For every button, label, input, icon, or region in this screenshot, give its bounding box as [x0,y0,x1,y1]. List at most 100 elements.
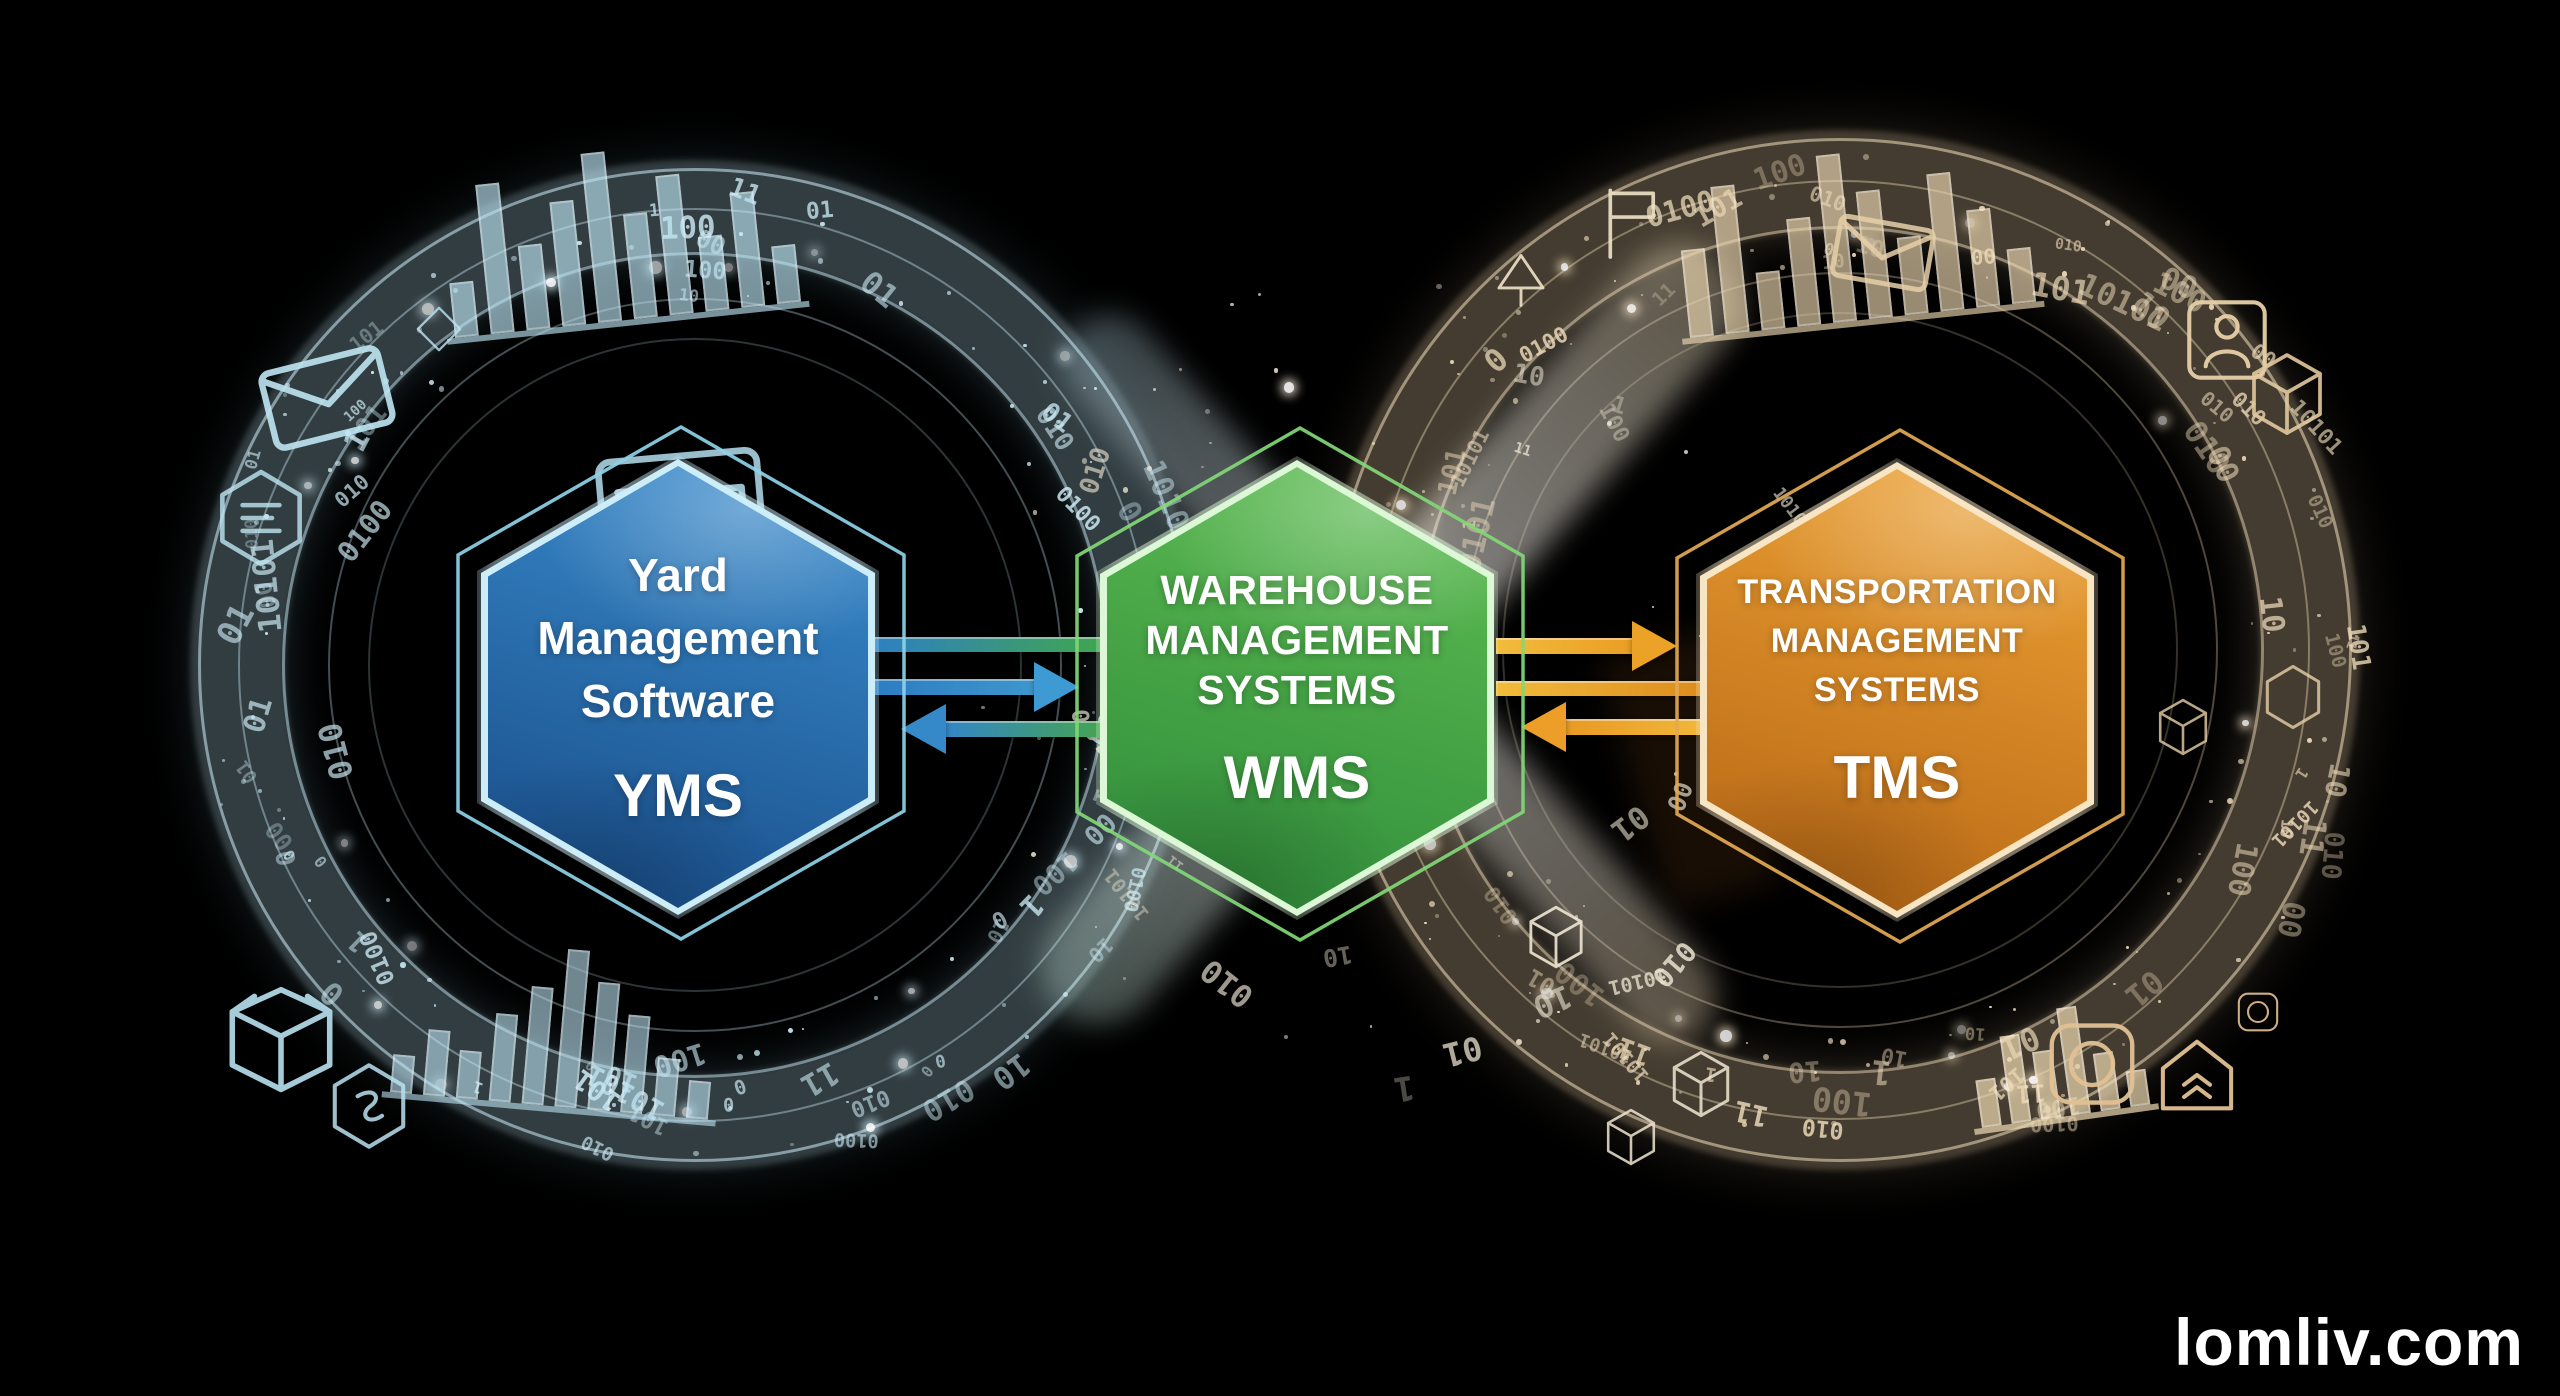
sparkle-dot [282,817,286,820]
decoration-bar [623,212,658,320]
binary-token: 010 [577,1130,618,1166]
binary-token: 1 [1391,1068,1418,1110]
hexagon-fill [1107,467,1487,909]
sparkle-dot [1814,1071,1818,1075]
hexagon-outline-icon [2262,664,2324,730]
wms-to-yms-arrow-shaft [946,721,1104,737]
sparkle-dot [1283,382,1295,394]
decoration-bar [554,948,591,1109]
sparkle-dot [2061,270,2068,277]
sparkle-dot [1512,398,1519,404]
sparkle-dot [1030,851,1037,858]
sparkle-dot [277,808,282,813]
binary-token: 10 [1320,939,1355,974]
sparkle-dot [1461,504,1466,509]
cube-icon [1605,1108,1657,1166]
sparkle-dot [2355,635,2359,639]
hexagon-line: MANAGEMENT [1770,622,2024,660]
wms-abbreviation: WMS [1223,743,1371,811]
yms-to-wms-arrow-shaft [872,679,1036,695]
decoration-bar [685,1080,712,1120]
sparkle-dot [2105,221,2111,227]
sparkle-dot [253,519,259,525]
sparkle-dot [2236,957,2241,963]
sparkle-dot [1644,1048,1647,1051]
sparkle-dot [251,714,256,719]
sparkle-dot [1083,387,1086,390]
sparkle-dot [1060,351,1070,361]
binary-token: 1 [1607,391,1630,421]
sparkle-dot [1866,1062,1871,1067]
sparkle-dot [1626,303,1637,314]
sparkle-dot [874,996,878,1000]
ring-arc [368,338,1022,992]
sparkle-dot [241,779,246,785]
sparkle-dot [1827,1038,1834,1044]
binary-token: 1 [2291,764,2313,783]
sparkle-dot [1123,977,1126,980]
decoration-bar [488,1012,519,1103]
sparkle-dot [400,962,406,968]
binary-token: 0 [917,1061,938,1081]
sparkle-dot [2243,882,2246,885]
sparkle-dot [1683,450,1688,455]
binary-token: 10 [985,1045,1038,1097]
hexagon-line: TRANSPORTATION [1737,573,2057,611]
tms-abbreviation: TMS [1833,744,1961,811]
binary-token: 0 [932,1048,948,1071]
binary-token: 11 [1647,277,1680,311]
sparkle-dot [431,273,436,278]
sparkle-dot [351,456,359,465]
sparkle-dot [2214,317,2219,322]
sparkle-dot [1774,184,1778,188]
sparkle-dot [221,759,225,762]
sparkle-dot [399,371,404,375]
sparkle-dot [1428,938,1431,941]
sparkle-dot [1450,359,1455,364]
sparkle-dot [373,1000,382,1009]
sparkle-dot [2209,800,2213,804]
yms-to-wms-arrowhead-icon [1034,662,1079,712]
sparkle-dot [1750,249,1754,253]
sparkle-dot [818,258,824,264]
sparkle-dot [1830,1120,1837,1127]
sparkle-dot [1535,1018,1540,1023]
sparkle-dot [429,380,435,385]
decoration-bar [455,1049,482,1100]
wms-tms-bar [1496,681,1708,696]
sparkle-dot [2250,622,2254,625]
small-badge-icon [2236,992,2280,1032]
sparkle-dot [1095,925,1098,928]
sparkle-dot [1515,1039,1522,1046]
hexagon-line: Management [537,612,819,664]
hexagon-fill [1707,469,2087,911]
sparkle-dot [2177,877,2183,883]
sparkle-dot [1678,1090,1683,1095]
decoration-bar [655,173,694,316]
sparkle-dot [1179,368,1182,372]
sparkle-dot [264,632,268,636]
binary-token: 100 [2219,840,2265,900]
tms-hexagon: TRANSPORTATION MANAGEMENT SYSTEMS TMS [1675,427,2125,945]
sparkle-dot [2241,456,2247,461]
decoration-bar [697,234,730,312]
sparkle-dot [723,263,733,273]
sparkle-dot [1092,711,1096,715]
tms-to-wms-arrowhead-icon [1521,702,1566,752]
binary-token: 10 [2317,760,2358,801]
decoration-bar [1975,1077,2002,1128]
hexagon-line: Yard [628,549,728,601]
sparkle-dot [1025,1034,1030,1039]
sparkle-dot [867,1086,874,1093]
binary-token: 00 [2269,897,2312,942]
wms-hexagon-shape [1100,460,1494,916]
sparkle-dot [2122,1043,2125,1046]
sparkle-dot [2292,648,2297,652]
sparkle-dot [2130,305,2137,311]
sparkle-dot [1494,275,1499,280]
yms-hexagon-shape [481,459,875,915]
sparkle-dot [1487,463,1491,467]
decoration-bar [521,985,554,1106]
sparkle-dot [1780,265,1786,270]
cube-icon [1670,1050,1732,1118]
